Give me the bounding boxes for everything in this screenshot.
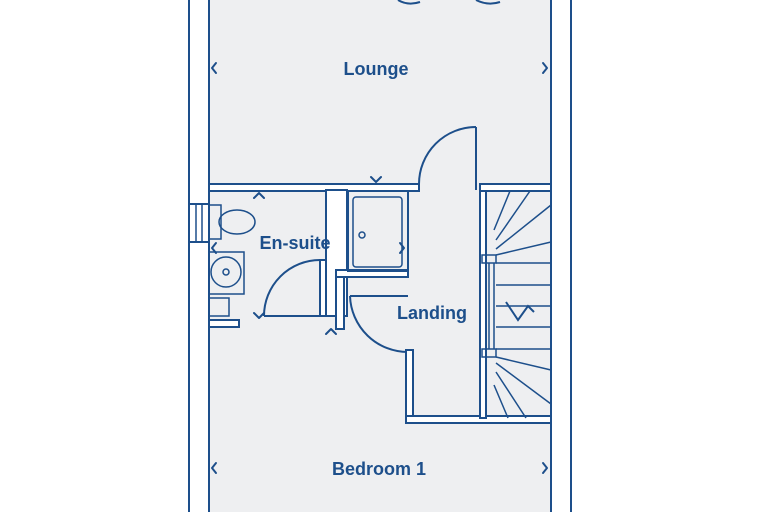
- toilet: [208, 204, 256, 240]
- room-label-bedroom: Bedroom 1: [332, 459, 426, 479]
- landing-door: [418, 126, 477, 190]
- room-label-lounge: Lounge: [344, 59, 409, 79]
- staircase: [479, 190, 552, 419]
- lounge-partition: [208, 183, 552, 192]
- room-label-ensuite: En-suite: [259, 233, 330, 253]
- lounge-doors: [397, 0, 501, 5]
- floor-area: [208, 0, 551, 512]
- dimension-markers: [211, 62, 548, 474]
- ensuite-cabinet: [208, 297, 230, 317]
- shower-tray: [347, 190, 409, 272]
- ensuite-window: [188, 203, 210, 243]
- basin: [208, 251, 245, 295]
- bedroom-door: [349, 295, 409, 353]
- ensuite-door: [263, 259, 321, 317]
- room-label-landing: Landing: [397, 303, 467, 323]
- landing-walls: [405, 349, 552, 424]
